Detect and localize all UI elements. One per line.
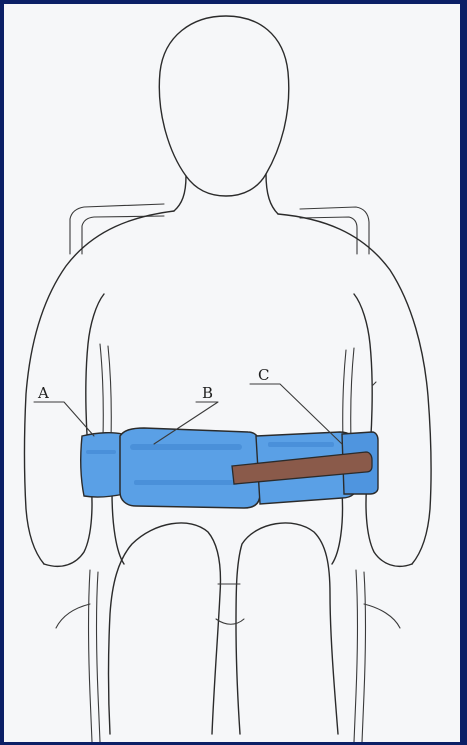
person-left-thigh (109, 523, 221, 734)
label-a: A (37, 384, 49, 402)
belt-section-a (81, 433, 124, 497)
person-right-thigh (236, 523, 338, 734)
label-c: C (258, 366, 269, 384)
drawing-paper: A B C (4, 4, 460, 742)
wheelchair-backrest (70, 204, 369, 254)
wheelchair-front-frame (56, 570, 400, 742)
wheelchair-belt-diagram: A B C (4, 4, 460, 742)
label-b: B (202, 384, 213, 402)
person-right-arm-inner (354, 294, 412, 566)
person-head (159, 16, 288, 196)
person-left-arm-inner (44, 294, 104, 566)
